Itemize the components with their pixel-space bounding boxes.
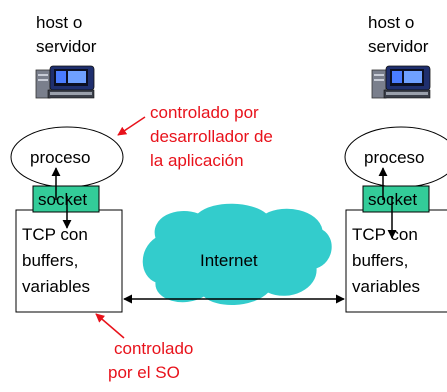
developer-annotation-line2: desarrollador de [150,127,273,146]
computer-icon [371,65,431,99]
right-host-label-line2: servidor [368,37,429,56]
developer-annotation: controlado por desarrollador de la aplic… [117,103,273,170]
left-host-label-line1: host o [36,13,82,32]
os-annotation-line1: controlado [114,339,193,358]
right-tcp-line2: buffers, [352,251,408,270]
left-socket [32,185,100,213]
left-process-label: proceso [30,148,90,167]
left-tcp-line3: variables [22,277,90,296]
left-tcp-line2: buffers, [22,251,78,270]
os-annotation: controlado por el SO [95,313,193,382]
left-host: host o servidor proceso TCP con buffers,… [10,13,124,313]
os-annotation-arrow [95,313,125,339]
left-tcp-line1: TCP con [22,225,88,244]
developer-annotation-line3: la aplicación [150,151,244,170]
right-host-label-line1: host o [368,13,414,32]
left-host-label-line2: servidor [36,37,97,56]
developer-annotation-line1: controlado por [150,103,259,122]
os-annotation-line2: por el SO [108,363,180,382]
right-host: host o servidor proceso buffers, variabl… [344,13,447,313]
internet-label: Internet [200,251,258,270]
right-tcp-line1: TCP con [352,225,418,244]
developer-annotation-arrow [117,116,146,136]
cloud-shape [142,203,332,306]
right-tcp-box [345,209,447,313]
right-tcp-line3: variables [352,277,420,296]
right-socket [362,185,430,213]
left-socket-label: socket [38,190,87,209]
computer-icon [35,65,95,99]
right-process-label: proceso [364,148,424,167]
internet-cloud: Internet [142,203,332,306]
